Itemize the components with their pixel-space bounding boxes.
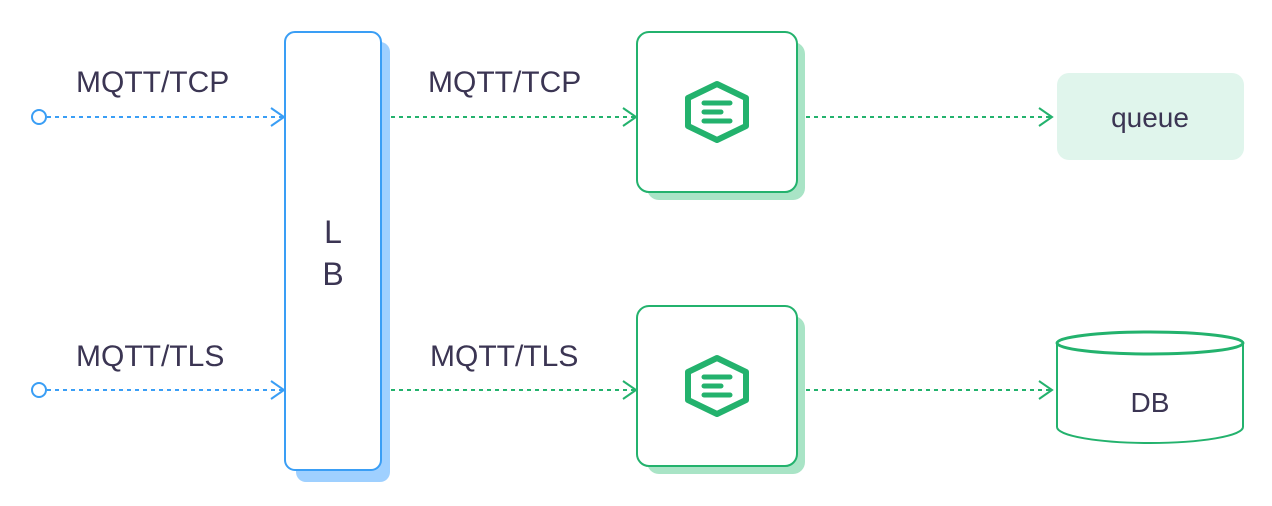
emqx-logo-icon bbox=[685, 81, 749, 143]
load-balancer: L B bbox=[284, 31, 390, 482]
client-protocol-label: MQTT/TLS bbox=[76, 340, 224, 373]
load-balancer-label-line2: B bbox=[322, 256, 343, 292]
route-protocol-label: MQTT/TLS bbox=[430, 340, 578, 373]
load-balancer-label-line1: L bbox=[324, 214, 342, 250]
arrow-head-icon bbox=[1038, 107, 1054, 127]
client-input-tls: MQTT/TLS bbox=[31, 340, 286, 400]
route-protocol-label: MQTT/TCP bbox=[428, 66, 581, 99]
client-endpoint-dot bbox=[31, 109, 47, 125]
route-tcp: MQTT/TCP bbox=[391, 66, 638, 127]
emqx-logo-icon bbox=[685, 355, 749, 417]
broker-node-2 bbox=[636, 305, 805, 474]
broker-node-1 bbox=[636, 31, 805, 200]
node-to-queue-connection bbox=[806, 107, 1054, 127]
queue: queue bbox=[1057, 73, 1244, 160]
database: DB bbox=[1055, 330, 1245, 444]
arrow-head-icon bbox=[1038, 380, 1054, 400]
node-to-db-connection bbox=[806, 380, 1054, 400]
queue-box bbox=[1057, 73, 1244, 160]
database-label: DB bbox=[1131, 387, 1170, 418]
client-endpoint-dot bbox=[31, 382, 47, 398]
load-balancer-box bbox=[284, 31, 382, 471]
database-cylinder-top bbox=[1055, 330, 1245, 356]
client-input-tcp: MQTT/TCP bbox=[31, 66, 286, 127]
database-cylinder-body bbox=[1056, 343, 1244, 444]
client-protocol-label: MQTT/TCP bbox=[76, 66, 229, 99]
queue-label: queue bbox=[1111, 102, 1189, 133]
route-tls: MQTT/TLS bbox=[391, 340, 638, 400]
